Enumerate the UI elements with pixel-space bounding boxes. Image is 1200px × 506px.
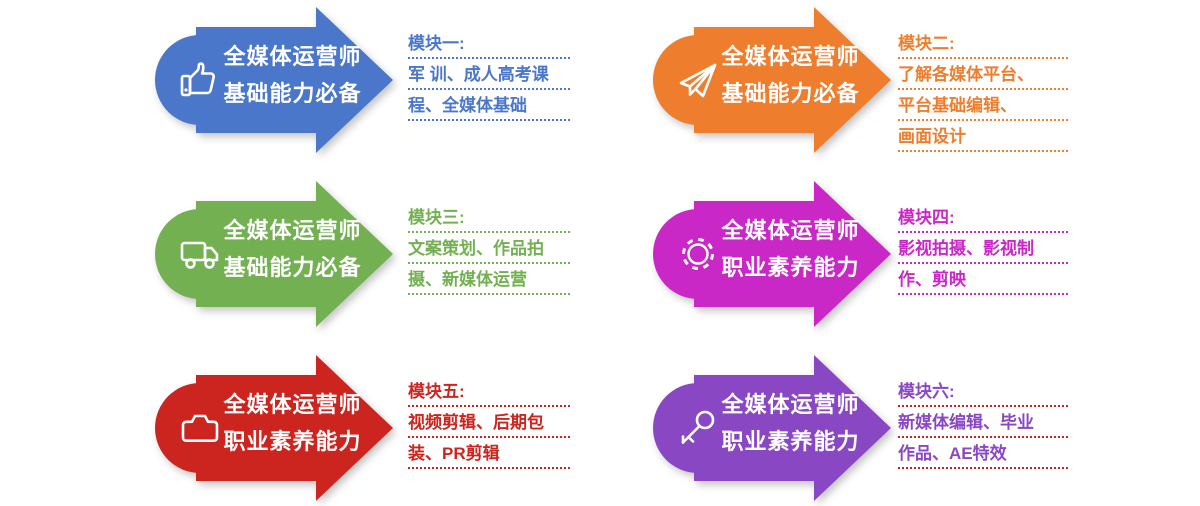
module-line: 程、全媒体基础 [408, 92, 570, 121]
module-line: 了解各媒体平台、 [898, 61, 1068, 90]
arrow-title-line1: 全媒体运营师 [223, 44, 362, 69]
gear-icon [674, 230, 722, 278]
arrow-banner-module-2: 全媒体运营师 基础能力必备 [648, 5, 893, 155]
arrow-title-line1: 全媒体运营师 [721, 218, 860, 243]
module-heading: 模块四: [898, 204, 1068, 233]
module-5-description: 模块五: 视频剪辑、后期包 装、PR剪辑 [408, 378, 570, 471]
arrow-title: 全媒体运营师 职业素养能力 [708, 386, 873, 460]
module-heading: 模块二: [898, 30, 1068, 59]
module-line: 文案策划、作品拍 [408, 235, 570, 264]
key-icon [674, 404, 722, 452]
module-heading: 模块五: [408, 378, 570, 407]
arrow-title-line1: 全媒体运营师 [223, 392, 362, 417]
arrow-title-line1: 全媒体运营师 [721, 44, 860, 69]
arrow-banner-module-6: 全媒体运营师 职业素养能力 [648, 353, 893, 503]
arrow-shape [155, 7, 393, 153]
arrow-title-line2: 基础能力必备 [223, 81, 362, 106]
module-line: 军 训、成人高考课 [408, 61, 570, 90]
camera-icon [176, 404, 224, 452]
module-1-description: 模块一: 军 训、成人高考课 程、全媒体基础 [408, 30, 570, 123]
thumbs-up-icon [176, 56, 224, 104]
arrow-title-line2: 职业素养能力 [721, 255, 860, 280]
arrow-banner-module-1: 全媒体运营师 基础能力必备 [150, 5, 395, 155]
truck-icon [176, 230, 224, 278]
arrow-title-line2: 基础能力必备 [721, 81, 860, 106]
arrow-banner-module-5: 全媒体运营师 职业素养能力 [150, 353, 395, 503]
arrow-title-line2: 基础能力必备 [223, 255, 362, 280]
arrow-shape [653, 181, 891, 327]
arrow-title: 全媒体运营师 基础能力必备 [708, 38, 873, 112]
module-3-description: 模块三: 文案策划、作品拍 摄、新媒体运营 [408, 204, 570, 297]
arrow-title: 全媒体运营师 基础能力必备 [210, 212, 375, 286]
arrow-title: 全媒体运营师 基础能力必备 [210, 38, 375, 112]
module-2-description: 模块二: 了解各媒体平台、 平台基础编辑、 画面设计 [898, 30, 1068, 154]
module-line: 作、剪映 [898, 266, 1068, 295]
module-line: 装、PR剪辑 [408, 440, 570, 469]
module-line: 摄、新媒体运营 [408, 266, 570, 295]
module-line: 平台基础编辑、 [898, 92, 1068, 121]
arrow-title-line2: 职业素养能力 [721, 429, 860, 454]
arrow-shape [653, 355, 891, 501]
arrow-title: 全媒体运营师 职业素养能力 [210, 386, 375, 460]
module-line: 画面设计 [898, 123, 1068, 152]
module-heading: 模块一: [408, 30, 570, 59]
arrow-shape [155, 181, 393, 327]
arrow-banner-module-4: 全媒体运营师 职业素养能力 [648, 179, 893, 329]
module-line: 作品、AE特效 [898, 440, 1068, 469]
module-heading: 模块三: [408, 204, 570, 233]
arrow-title-line1: 全媒体运营师 [223, 218, 362, 243]
arrow-title-line2: 职业素养能力 [223, 429, 362, 454]
arrow-title-line1: 全媒体运营师 [721, 392, 860, 417]
module-line: 视频剪辑、后期包 [408, 409, 570, 438]
module-heading: 模块六: [898, 378, 1068, 407]
arrow-shape [155, 355, 393, 501]
arrow-title: 全媒体运营师 职业素养能力 [708, 212, 873, 286]
paper-plane-icon [674, 56, 722, 104]
module-6-description: 模块六: 新媒体编辑、毕业 作品、AE特效 [898, 378, 1068, 471]
module-line: 影视拍摄、影视制 [898, 235, 1068, 264]
module-line: 新媒体编辑、毕业 [898, 409, 1068, 438]
module-4-description: 模块四: 影视拍摄、影视制 作、剪映 [898, 204, 1068, 297]
arrow-banner-module-3: 全媒体运营师 基础能力必备 [150, 179, 395, 329]
